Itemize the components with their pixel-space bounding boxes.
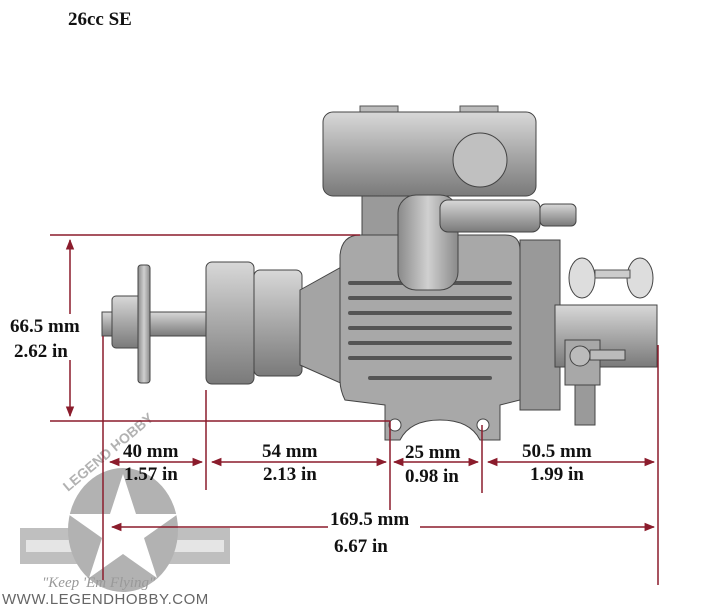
mount-holes-in-label: 0.98 in [405, 466, 459, 487]
carburetor [519, 239, 658, 426]
overall-in-label: 6.67 in [334, 536, 388, 557]
cylinder-head [339, 194, 577, 441]
overall-mm-label: 169.5 mm [330, 509, 409, 530]
drive-in-label: 2.13 in [263, 464, 317, 485]
shaft-in-label: 1.57 in [124, 464, 178, 485]
prop-shaft [101, 261, 346, 386]
rear-in-label: 1.99 in [530, 464, 584, 485]
height-mm-label: 66.5 mm [10, 316, 80, 337]
watermark-url: WWW.LEGENDHOBBY.COM [2, 591, 209, 606]
legend-hobby-watermark: LEGEND HOBBY [20, 409, 230, 592]
height-in-label: 2.62 in [14, 341, 68, 362]
watermark-slogan: "Keep 'Em Flying" [42, 575, 156, 591]
mount-holes-mm-label: 25 mm [405, 442, 461, 463]
drive-mm-label: 54 mm [262, 441, 318, 462]
dimension-lines [50, 234, 659, 585]
shaft-mm-label: 40 mm [123, 441, 179, 462]
rear-mm-label: 50.5 mm [522, 441, 592, 462]
engine-title: 26cc SE [68, 9, 132, 30]
